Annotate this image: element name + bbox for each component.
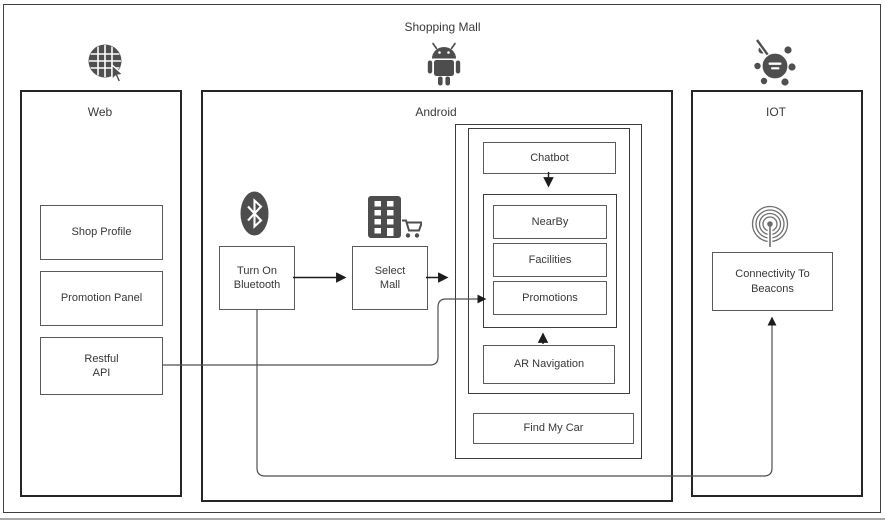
restful-api-box: Restful API [40, 337, 163, 395]
iot-hub-icon [754, 38, 796, 86]
shop-profile-box: Shop Profile [40, 205, 163, 260]
promotions-box: Promotions [493, 281, 607, 315]
connectivity-to-beacons-box: Connectivity To Beacons [712, 252, 833, 311]
web-panel-label: Web [87, 105, 113, 119]
iot-panel [691, 90, 863, 497]
turn-on-bluetooth-box: Turn On Bluetooth [219, 246, 295, 310]
globe-pointer-icon [88, 44, 125, 84]
select-mall-box: Select Mall [352, 246, 428, 310]
bluetooth-icon [240, 191, 269, 236]
chatbot-box: Chatbot [483, 142, 616, 174]
find-my-car-box: Find My Car [473, 413, 634, 444]
android-panel [201, 90, 673, 502]
diagram-title: Shopping Mall [404, 20, 481, 34]
android-panel-label: Android [415, 105, 457, 119]
beacon-signal-icon [751, 205, 789, 249]
android-robot-icon [427, 42, 461, 86]
mall-building-cart-icon [368, 196, 422, 238]
nearby-box: NearBy [493, 205, 607, 239]
outer-frame [3, 4, 881, 513]
facilities-box: Facilities [493, 243, 607, 277]
promotion-panel-box: Promotion Panel [40, 271, 163, 326]
web-panel [20, 90, 182, 497]
window-bottom-edge [0, 518, 885, 520]
ar-navigation-box: AR Navigation [483, 345, 615, 384]
iot-panel-label: IOT [766, 105, 786, 119]
